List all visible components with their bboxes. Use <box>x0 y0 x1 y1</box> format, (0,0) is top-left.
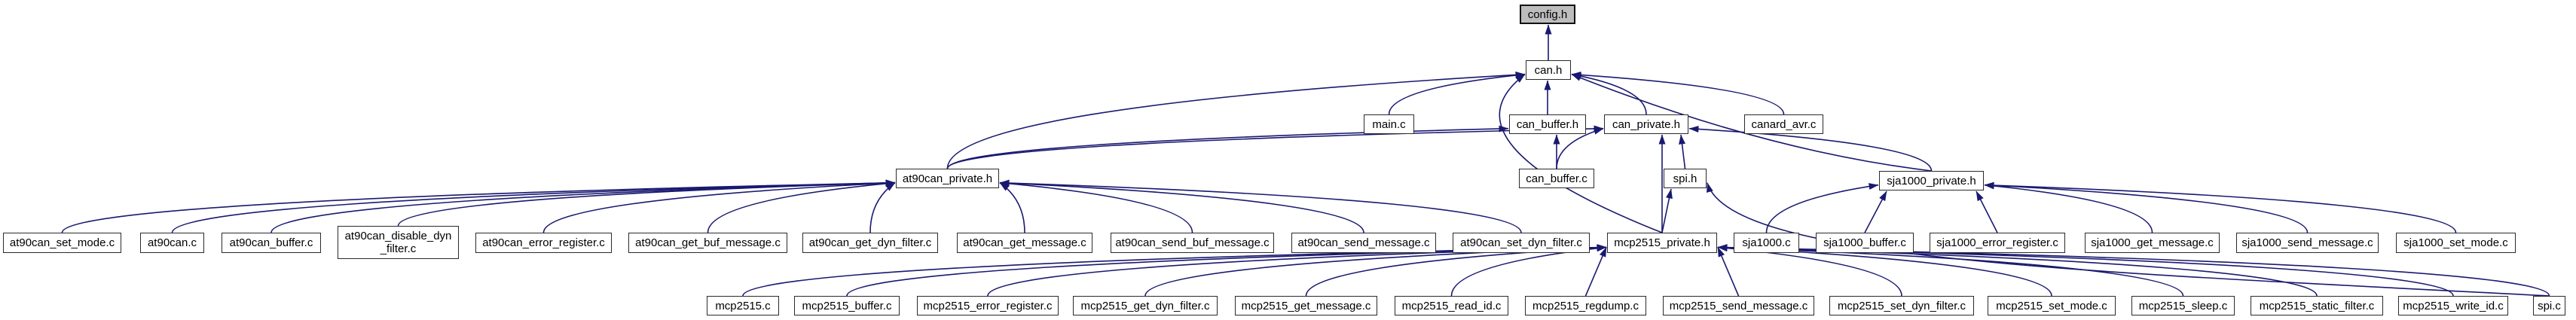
graph-node-sja1000-get-message.c[interactable]: sja1000_get_message.c <box>2085 233 2220 253</box>
edge-canard_avr.c-includes-can.h <box>1571 72 1785 115</box>
edge-spi.h-includes-can_private.h <box>1679 134 1686 169</box>
edge-at90can_disable_dyn_filter.c-includes-at90can_private.h <box>397 179 896 227</box>
graph-node-mcp2515-get-message.c[interactable]: mcp2515_get_message.c <box>1235 296 1377 315</box>
graph-node-at90can-send-buf-message.c[interactable]: at90can_send_buf_message.c <box>1111 233 1274 253</box>
graph-node-at90can-get-message.c[interactable]: at90can_get_message.c <box>957 233 1092 253</box>
graph-node-mcp2515-get-dyn-filter.c[interactable]: mcp2515_get_dyn_filter.c <box>1073 296 1218 315</box>
edge-mcp2515_regdump.c-includes-mcp2515_private.h <box>1584 246 1607 297</box>
graph-node-can-buffer.c[interactable]: can_buffer.c <box>1519 169 1594 188</box>
graph-node-mcp2515-write-id.c[interactable]: mcp2515_write_id.c <box>2398 296 2508 315</box>
graph-node-canard-avr.c[interactable]: canard_avr.c <box>1744 114 1823 134</box>
edge-spi.c-includes-spi.h <box>1707 182 2550 297</box>
graph-node-main.c[interactable]: main.c <box>1364 114 1414 134</box>
graph-node-spi.h[interactable]: spi.h <box>1664 169 1707 188</box>
edge-at90can_set_mode.c-includes-at90can_private.h <box>61 179 896 233</box>
edge-at90can.c-includes-at90can_private.h <box>171 179 896 233</box>
graph-node-mcp2515-read-id.c[interactable]: mcp2515_read_id.c <box>1395 296 1508 315</box>
graph-node-mcp2515-error-register.c[interactable]: mcp2515_error_register.c <box>917 296 1059 315</box>
graph-node-mcp2515-buffer.c[interactable]: mcp2515_buffer.c <box>794 296 900 315</box>
graph-node-spi.c[interactable]: spi.c <box>2533 296 2565 315</box>
graph-node-at90can-buffer.c[interactable]: at90can_buffer.c <box>222 233 321 253</box>
graph-node-at90can-set-mode.c[interactable]: at90can_set_mode.c <box>3 233 121 253</box>
edge-at90can_set_dyn_filter.c-includes-at90can_private.h <box>999 179 1522 233</box>
graph-node-mcp2515-set-dyn-filter.c[interactable]: mcp2515_set_dyn_filter.c <box>1829 296 1974 315</box>
edge-sja1000.c-includes-sja1000_private.h <box>1765 183 1879 233</box>
edge-at90can_private.h-includes-can.h <box>946 71 1526 169</box>
graph-node-mcp2515-set-mode.c[interactable]: mcp2515_set_mode.c <box>1988 296 2116 315</box>
edge-sja1000_private.h-includes-can.h <box>1571 73 1932 172</box>
edge-mcp2515_read_id.c-includes-mcp2515_private.h <box>1450 245 1607 297</box>
edge-sja1000_send_message.c-includes-sja1000_private.h <box>1984 181 2309 233</box>
edge-at90can_send_buf_message.c-includes-at90can_private.h <box>999 180 1193 233</box>
edge-at90can_send_message.c-includes-at90can_private.h <box>999 179 1364 233</box>
graph-node-sja1000-set-mode.c[interactable]: sja1000_set_mode.c <box>2396 233 2516 253</box>
edge-mcp2515.c-includes-mcp2515_private.h <box>742 244 1607 297</box>
edge-mcp2515_set_mode.c-includes-mcp2515_private.h <box>1717 244 2052 297</box>
edge-main.c-includes-can.h <box>1388 72 1526 115</box>
graph-node-sja1000-error-register.c[interactable]: sja1000_error_register.c <box>1930 233 2065 253</box>
graph-node-mcp2515-static-filter.c[interactable]: mcp2515_static_filter.c <box>2251 296 2383 315</box>
graph-node-mcp2515-send-message.c[interactable]: mcp2515_send_message.c <box>1663 296 1814 315</box>
edge-at90can_private.h-includes-can_buffer.h <box>946 125 1509 169</box>
graph-node-mcp2515-sleep.c[interactable]: mcp2515_sleep.c <box>2131 296 2235 315</box>
edge-mcp2515_write_id.c-includes-mcp2515_private.h <box>1717 244 2454 297</box>
edge-can_buffer.c-includes-can_private.h <box>1556 127 1604 169</box>
edge-mcp2515_send_message.c-includes-mcp2515_private.h <box>1717 246 1740 297</box>
graph-node-mcp2515-private.h[interactable]: mcp2515_private.h <box>1607 233 1717 253</box>
graph-node-at90can-disable-dyn-filter.c[interactable]: at90can_disable_dyn _filter.c <box>338 226 459 259</box>
graph-node-at90can.c[interactable]: at90can.c <box>140 233 204 253</box>
edge-mcp2515_private.h-includes-can.h <box>1499 74 1663 233</box>
edge-sja1000_error_register.c-includes-sja1000_private.h <box>1976 190 1998 233</box>
graph-node-sja1000.c[interactable]: sja1000.c <box>1734 233 1799 253</box>
graph-node-mcp2515.c[interactable]: mcp2515.c <box>707 296 779 315</box>
edge-sja1000_set_mode.c-includes-sja1000_private.h <box>1984 181 2457 233</box>
edge-at90can_private.h-includes-can_private.h <box>946 125 1604 169</box>
graph-node-at90can-private.h[interactable]: at90can_private.h <box>896 169 999 188</box>
graph-node-at90can-get-dyn-filter.c[interactable]: at90can_get_dyn_filter.c <box>802 233 938 253</box>
graph-node-at90can-set-dyn-filter.c[interactable]: at90can_set_dyn_filter.c <box>1453 233 1590 253</box>
graph-node-at90can-get-buf-message.c[interactable]: at90can_get_buf_message.c <box>628 233 787 253</box>
graph-node-at90can-error-register.c[interactable]: at90can_error_register.c <box>475 233 612 253</box>
graph-node-at90can-send-message.c[interactable]: at90can_send_message.c <box>1291 233 1436 253</box>
graph-node-sja1000-private.h[interactable]: sja1000_private.h <box>1879 171 1984 190</box>
edge-at90can_error_register.c-includes-at90can_private.h <box>542 179 896 233</box>
graph-node-can-buffer.h[interactable]: can_buffer.h <box>1509 114 1586 134</box>
edge-at90can_get_message.c-includes-at90can_private.h <box>999 182 1025 233</box>
edge-can_private.h-includes-can.h <box>1571 72 1647 115</box>
graph-node-mcp2515-regdump.c[interactable]: mcp2515_regdump.c <box>1525 296 1646 315</box>
edge-at90can_buffer.c-includes-at90can_private.h <box>270 179 896 233</box>
edge-sja1000_get_message.c-includes-sja1000_private.h <box>1984 182 2153 233</box>
graph-node-can-private.h[interactable]: can_private.h <box>1604 114 1688 134</box>
graph-node-sja1000-buffer.c[interactable]: sja1000_buffer.c <box>1816 233 1914 253</box>
graph-node-can.h[interactable]: can.h <box>1526 60 1571 80</box>
edge-at90can_get_buf_message.c-includes-at90can_private.h <box>707 180 896 233</box>
graph-node-sja1000-send-message.c[interactable]: sja1000_send_message.c <box>2236 233 2379 253</box>
edge-mcp2515_error_register.c-includes-mcp2515_private.h <box>987 244 1607 297</box>
edge-sja1000_buffer.c-includes-sja1000_private.h <box>1864 190 1887 233</box>
edge-mcp2515_private.h-includes-spi.h <box>1661 188 1673 233</box>
graph-node-config.h: config.h <box>1520 5 1575 24</box>
edge-at90can_get_dyn_filter.c-includes-at90can_private.h <box>869 182 896 233</box>
